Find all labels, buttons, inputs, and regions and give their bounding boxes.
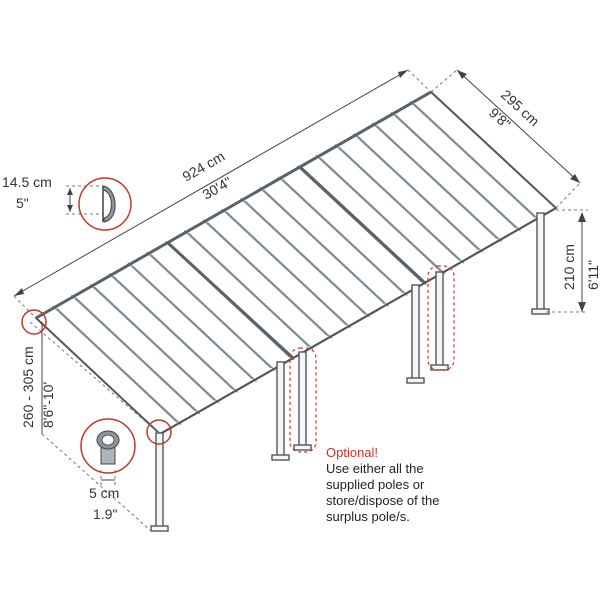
profile-detail: 14.5 cm 5": [2, 174, 132, 231]
panel-rib: [319, 157, 446, 275]
panel-rib: [315, 154, 442, 272]
panel-rib: [395, 114, 521, 232]
panel-rib: [221, 208, 347, 326]
panel-rib: [240, 197, 366, 315]
front-height-ft-label: 8'6"-10': [40, 382, 56, 428]
optional-note: Optional! Use either all the supplied po…: [326, 445, 439, 524]
profile-in-label: 5": [16, 195, 29, 211]
length-dimension: 924 cm 30'4": [13, 69, 432, 319]
profile-cm-label: 14.5 cm: [2, 174, 52, 190]
note-line-2: supplied poles or: [326, 477, 425, 492]
optional-post-highlight-2: [427, 265, 455, 371]
panel-rib: [376, 125, 503, 243]
corner-detail-circle-left: [21, 309, 47, 335]
panel-rib: [108, 273, 234, 391]
panel-rib: [353, 133, 479, 251]
optional-post-highlight-1: [289, 347, 317, 453]
panel-rib: [52, 305, 178, 423]
post-front-left: [150, 432, 169, 532]
panel-rib: [390, 111, 517, 229]
panel-rib: [259, 187, 385, 304]
panel-rib: [183, 230, 310, 348]
panel-rib: [409, 101, 536, 218]
post-cm-label: 5 cm: [89, 485, 119, 501]
post-mid-1: [271, 361, 290, 461]
panel-rib: [188, 232, 314, 350]
panel-rib: [94, 286, 220, 404]
panel-rib: [150, 254, 276, 372]
back-height-cm-label: 210 cm: [561, 244, 577, 290]
post-mid-4-optional: [430, 271, 449, 371]
front-height-dimension: 260 - 305 cm 8'6"-10': [20, 321, 161, 531]
width-dimension: 295 cm 9'8": [430, 69, 581, 209]
panel-rib: [277, 176, 404, 294]
panel-rib: [56, 308, 182, 425]
panel-rib: [127, 262, 253, 380]
post-in-label: 1.9": [93, 506, 117, 522]
panel-rib: [282, 178, 408, 296]
panel-rib: [131, 265, 257, 382]
post-back-right: [531, 212, 550, 315]
panel-rib: [357, 135, 484, 253]
roof: [34, 90, 558, 436]
divider-beam-left: [166, 241, 295, 360]
panel-rib: [244, 200, 371, 318]
panel-rib: [338, 146, 465, 264]
post-mid-3: [406, 284, 425, 384]
front-height-cm-label: 260 - 305 cm: [20, 346, 36, 428]
corner-detail-circle-front: [146, 419, 172, 445]
panel-rib: [371, 122, 498, 240]
panel-rib: [113, 275, 239, 393]
posts: [150, 212, 550, 532]
note-line-4: surplus pole/s.: [326, 509, 410, 524]
panel-rib: [334, 144, 460, 261]
note-line-1: Use either all the: [326, 461, 424, 476]
note-title: Optional!: [326, 445, 378, 460]
gutter-profile-icon: [102, 185, 116, 223]
back-height-ft-label: 6'11": [585, 260, 600, 290]
length-ft-label: 30'4": [200, 173, 235, 202]
panel-rib: [75, 297, 201, 415]
back-height-dimension: 210 cm 6'11": [546, 209, 600, 313]
wall-rail: [35, 90, 432, 320]
divider-beam-right: [298, 165, 427, 285]
panel-rib: [225, 211, 352, 329]
post-mid-2-optional: [293, 351, 312, 451]
note-line-3: store/dispose of the: [326, 493, 439, 508]
roof-panels: [52, 101, 540, 425]
panel-rib: [202, 219, 328, 337]
panel-rib: [207, 222, 333, 339]
panel-rib: [146, 251, 272, 369]
post-detail: 5 cm 1.9": [80, 418, 136, 522]
panel-rib: [71, 294, 196, 412]
panel-rib: [263, 189, 389, 307]
panel-rib: [413, 103, 540, 221]
front-gutter: [159, 207, 557, 435]
panel-rib: [89, 283, 215, 401]
roof-outline: [34, 90, 558, 436]
